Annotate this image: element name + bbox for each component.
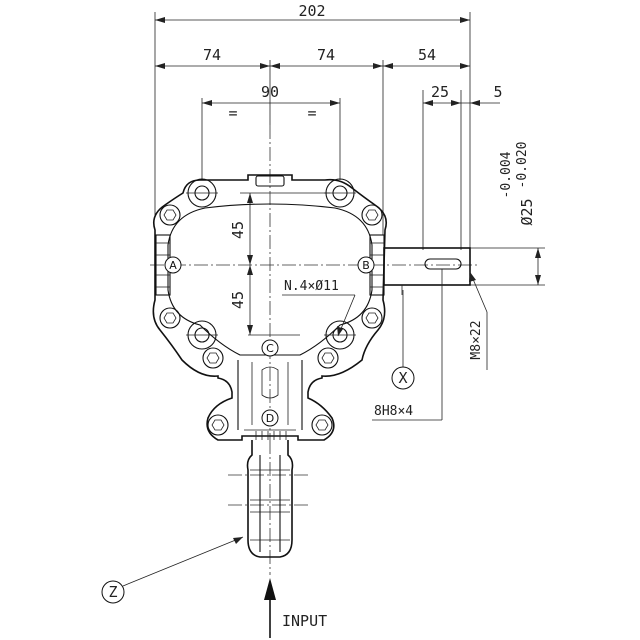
key-callout: 8H8×4 [374, 404, 413, 419]
hex-bolt-base-left [207, 414, 229, 436]
svg-text:A: A [169, 259, 177, 272]
mounting-hole-top-left [186, 178, 218, 208]
hex-bolt-left-upper [159, 204, 181, 226]
hex-bolt-base-right [311, 414, 333, 436]
top-boss [255, 175, 285, 187]
housing-inner-contour [167, 203, 373, 356]
dim-vertical-top: 45 [229, 221, 247, 239]
hex-bolt-left-lower [159, 307, 181, 329]
thread-callout: M8×22 [469, 320, 484, 359]
svg-text:Z: Z [108, 583, 117, 601]
dim-left-span: 74 [203, 46, 221, 64]
center-lines [150, 125, 480, 575]
marker-b: B [357, 256, 375, 274]
gearbox-housing [152, 174, 388, 441]
marker-d: D [261, 409, 279, 427]
right-flange-ribs [370, 242, 384, 288]
left-flange-ribs [156, 242, 170, 288]
hex-bolt-mid-right [317, 347, 339, 369]
marker-x: X [391, 366, 415, 390]
shaft-keyway [424, 258, 462, 270]
marker-z: Z [101, 580, 125, 604]
extension-lines [154, 12, 545, 336]
mounting-hole-top-right [324, 178, 356, 208]
svg-text:D: D [266, 412, 274, 425]
marker-c: C [261, 339, 279, 357]
shaft-tolerance-upper: -0.004 [499, 151, 514, 198]
hex-bolt-right-lower [361, 307, 383, 329]
dim-right-span: 54 [418, 46, 436, 64]
svg-text:C: C [266, 342, 274, 355]
leader-thread [469, 271, 488, 370]
equal-mark-right: = [307, 104, 316, 122]
hex-bolt-right-upper [361, 204, 383, 226]
dim-vertical-bottom: 45 [229, 291, 247, 309]
leader-holes [282, 294, 356, 337]
lower-housing-ribs [237, 360, 303, 431]
input-shaft-spline-teeth [255, 431, 287, 440]
holes-callout: N.4×Ø11 [284, 279, 339, 294]
mounting-hole-bottom-left [186, 320, 218, 350]
svg-text:B: B [362, 259, 370, 272]
shaft-tolerance-lower: -0.020 [515, 142, 530, 189]
leader-key [372, 269, 443, 421]
output-shaft [383, 247, 471, 295]
leader-z [122, 536, 244, 587]
dim-middle-span: 74 [317, 46, 335, 64]
input-label: INPUT [282, 612, 327, 630]
hex-bolt-mid-left [202, 347, 224, 369]
dimension-lines [155, 17, 541, 335]
svg-text:X: X [398, 369, 407, 387]
marker-a: A [164, 256, 182, 274]
shaft-diameter: Ø25 [518, 198, 536, 225]
dim-overall-width: 202 [298, 2, 325, 20]
input-shaft [246, 431, 294, 558]
dim-bolt-spacing: 90 [261, 83, 279, 101]
dim-key-length: 25 [431, 83, 449, 101]
input-arrow [264, 578, 276, 638]
dim-key-offset: 5 [493, 83, 502, 101]
equal-mark-left: = [228, 104, 237, 122]
